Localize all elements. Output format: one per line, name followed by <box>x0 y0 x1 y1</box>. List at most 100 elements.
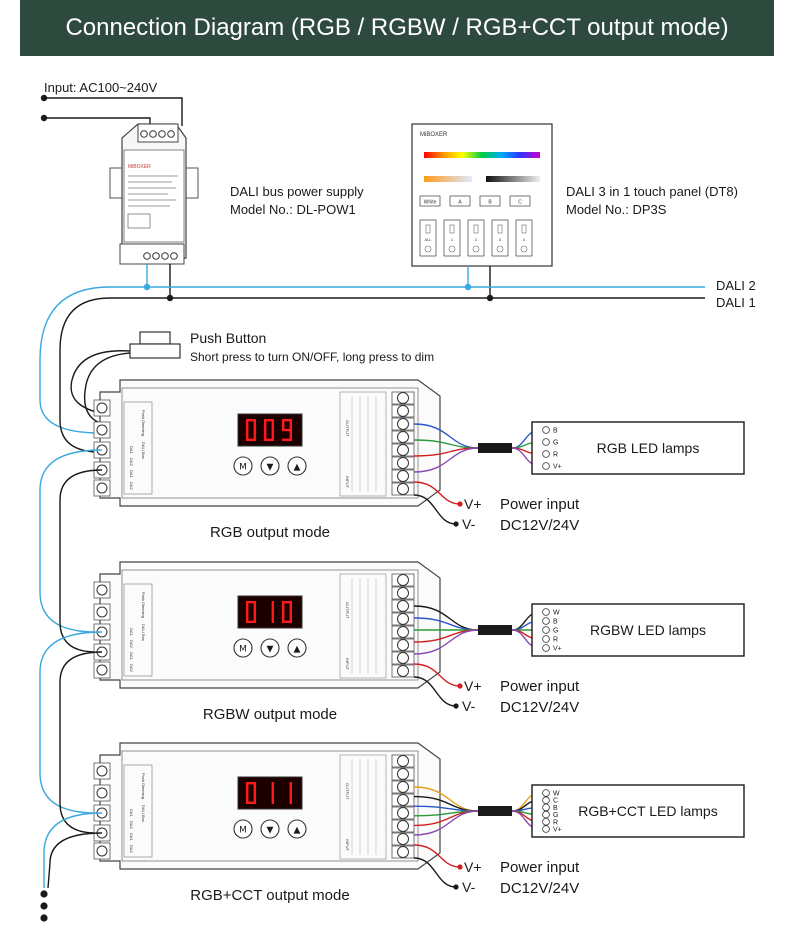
up-button-label: ▲ <box>294 645 301 655</box>
mode-button-label: M <box>239 645 247 655</box>
vplus-label: V+ <box>464 678 482 694</box>
segment-display: 011 <box>237 776 303 810</box>
psu-bottom-screws <box>143 252 178 260</box>
up-button[interactable] <box>287 819 307 839</box>
terminal-label: DA2 <box>129 458 134 467</box>
push-button-desc: Short press to turn ON/OFF, long press t… <box>190 350 434 364</box>
input-label: Input: AC100~240V <box>44 80 157 95</box>
terminal-label: DA1 <box>129 470 134 479</box>
psu-brand: MiBOXER <box>128 164 151 170</box>
push-dimming-label: Push Dimming <box>141 592 146 618</box>
up-button-label: ▲ <box>294 826 301 836</box>
segment-display: 010 <box>237 595 303 629</box>
dali-bus-label: DALI Bus <box>141 624 146 641</box>
panel-zone-label: 1 <box>451 237 454 242</box>
lamp-channel-label: V+ <box>553 827 562 834</box>
mode-button-label: M <box>239 463 247 473</box>
power-input-voltage: DC12V/24V <box>500 880 579 897</box>
ac-input: Input: AC100~240V <box>40 80 183 126</box>
page-title: Connection Diagram (RGB / RGBW / RGB+CCT… <box>20 0 774 56</box>
panel-scene-label: C <box>518 200 522 206</box>
dali-bus-label: DALI Bus <box>141 805 146 822</box>
mode-label: RGB+CCT output mode <box>190 887 349 904</box>
vplus-label: V+ <box>464 496 482 512</box>
input-label: INPUT <box>345 476 350 489</box>
mode-button[interactable] <box>233 456 253 476</box>
lamp-channel-label: R <box>553 452 558 459</box>
terminal-label: DA1 <box>129 446 134 455</box>
lamp-channel-label: R <box>553 637 558 644</box>
mode-button[interactable] <box>233 638 253 658</box>
panel-scene-button <box>479 195 501 207</box>
lamp-channel-label: G <box>553 440 558 447</box>
terminal-label: DA2 <box>129 664 134 673</box>
output-label: OUTPUT <box>345 602 350 619</box>
panel-zone-key <box>515 219 533 257</box>
panel-scene-button <box>419 195 441 207</box>
lamp-label: RGBW LED lamps <box>590 622 706 638</box>
up-button[interactable] <box>287 456 307 476</box>
lamp-channel-label: B <box>553 619 558 626</box>
lamp-channel-label: W <box>553 610 560 617</box>
down-button-label: ▼ <box>267 463 274 473</box>
vminus-label: V- <box>462 698 476 714</box>
panel-scene-button <box>449 195 471 207</box>
segment-display: 009 <box>237 413 303 447</box>
dali-1-label: DALI 1 <box>716 295 756 310</box>
down-button[interactable] <box>260 819 280 839</box>
lamp-box <box>531 784 745 838</box>
lamp-channel-label: W <box>553 791 560 798</box>
output-label: OUTPUT <box>345 420 350 437</box>
terminal-label: DA2 <box>129 845 134 854</box>
input-label: INPUT <box>345 658 350 671</box>
dali-power-supply: MiBOXER <box>109 123 199 265</box>
output-label: OUTPUT <box>345 783 350 800</box>
lamp-channel-label: C <box>553 798 558 805</box>
terminal-label: DA2 <box>129 821 134 830</box>
mode-button-label: M <box>239 826 247 836</box>
mode-button[interactable] <box>233 819 253 839</box>
panel-scene-label: B <box>488 200 492 206</box>
lamp-label: RGB LED lamps <box>597 440 700 456</box>
lamp-channel-label: G <box>553 628 558 635</box>
mode-label: RGBW output mode <box>203 706 337 723</box>
lamp-channel-label: B <box>553 428 558 435</box>
power-input-title: Power input <box>500 678 580 695</box>
vplus-label: V+ <box>464 859 482 875</box>
terminal-label: DA1 <box>129 833 134 842</box>
lamp-channel-label: B <box>553 805 558 812</box>
panel-brightness-slider <box>486 176 540 182</box>
panel-zone-label: ALL <box>424 237 432 242</box>
lamp-channel-label: V+ <box>553 646 562 653</box>
panel-zone-key <box>467 219 485 257</box>
down-button[interactable] <box>260 456 280 476</box>
push-button <box>70 331 181 424</box>
terminal-label: DA2 <box>129 482 134 491</box>
continuation-dots <box>40 890 48 922</box>
up-button[interactable] <box>287 638 307 658</box>
psu-name: DALI bus power supply <box>230 184 364 199</box>
down-button[interactable] <box>260 638 280 658</box>
panel-zone-key <box>491 219 509 257</box>
terminal-label: DA1 <box>129 652 134 661</box>
panel-scene-label: A <box>458 200 462 206</box>
up-button-label: ▲ <box>294 463 301 473</box>
terminal-label: DA2 <box>129 640 134 649</box>
panel-zone-key <box>443 219 461 257</box>
panel-zone-label: 4 <box>523 237 526 242</box>
push-button-title: Push Button <box>190 330 266 346</box>
panel-name: DALI 3 in 1 touch panel (DT8) <box>566 184 738 199</box>
panel-cct-slider <box>424 176 472 182</box>
panel-scene-label: White <box>424 200 437 206</box>
dali-2-label: DALI 2 <box>716 278 756 293</box>
lamp-label: RGB+CCT LED lamps <box>578 803 717 819</box>
push-dimming-label: Push Dimming <box>141 410 146 436</box>
down-button-label: ▼ <box>267 826 274 836</box>
mode-label: RGB output mode <box>210 524 330 541</box>
vminus-label: V- <box>462 516 476 532</box>
power-input-title: Power input <box>500 859 580 876</box>
power-input-voltage: DC12V/24V <box>500 517 579 534</box>
